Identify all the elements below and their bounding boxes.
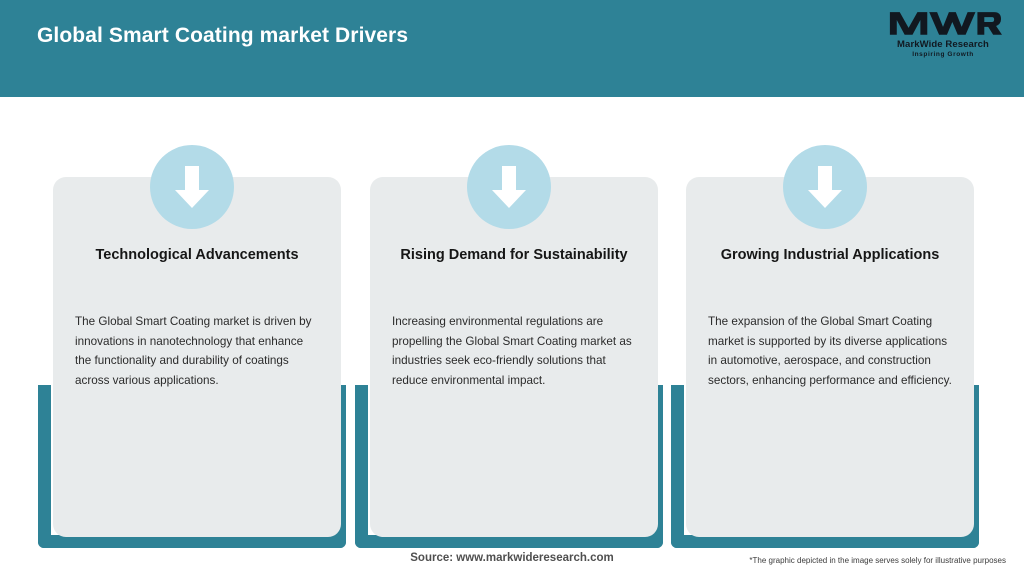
down-arrow-glyph xyxy=(808,166,842,208)
page-title: Global Smart Coating market Drivers xyxy=(37,24,409,47)
driver-cards-row: Technological Advancements The Global Sm… xyxy=(0,97,1024,576)
down-arrow-glyph xyxy=(175,166,209,208)
brand-logo: MarkWide Research Inspiring Growth xyxy=(884,8,1002,64)
driver-card-body: The expansion of the Global Smart Coatin… xyxy=(708,315,952,387)
driver-card-title: Technological Advancements xyxy=(95,247,299,263)
driver-card-2[interactable]: Rising Demand for Sustainability Increas… xyxy=(370,177,658,537)
driver-column-1: Technological Advancements The Global Sm… xyxy=(38,97,346,576)
logo-tagline: Inspiring Growth xyxy=(912,51,974,58)
driver-column-2: Rising Demand for Sustainability Increas… xyxy=(355,97,663,576)
driver-card-1[interactable]: Technological Advancements The Global Sm… xyxy=(53,177,341,537)
source-label: Source: www.markwideresearch.com xyxy=(410,552,614,564)
down-arrow-icon xyxy=(783,145,867,229)
down-arrow-icon xyxy=(150,145,234,229)
down-arrow-glyph xyxy=(492,166,526,208)
down-arrow-icon xyxy=(467,145,551,229)
driver-card-3[interactable]: Growing Industrial Applications The expa… xyxy=(686,177,974,537)
driver-column-3: Growing Industrial Applications The expa… xyxy=(671,97,979,576)
driver-card-body: The Global Smart Coating market is drive… xyxy=(75,315,312,387)
header-bar xyxy=(0,0,1024,97)
driver-card-title: Growing Industrial Applications xyxy=(720,247,940,263)
logo-company-name: MarkWide Research xyxy=(897,39,989,50)
driver-card-title: Rising Demand for Sustainability xyxy=(400,247,628,263)
disclaimer-note: *The graphic depicted in the image serve… xyxy=(749,556,1006,565)
mwr-monogram-icon xyxy=(889,12,1002,35)
driver-card-body: Increasing environmental regulations are… xyxy=(392,315,632,387)
